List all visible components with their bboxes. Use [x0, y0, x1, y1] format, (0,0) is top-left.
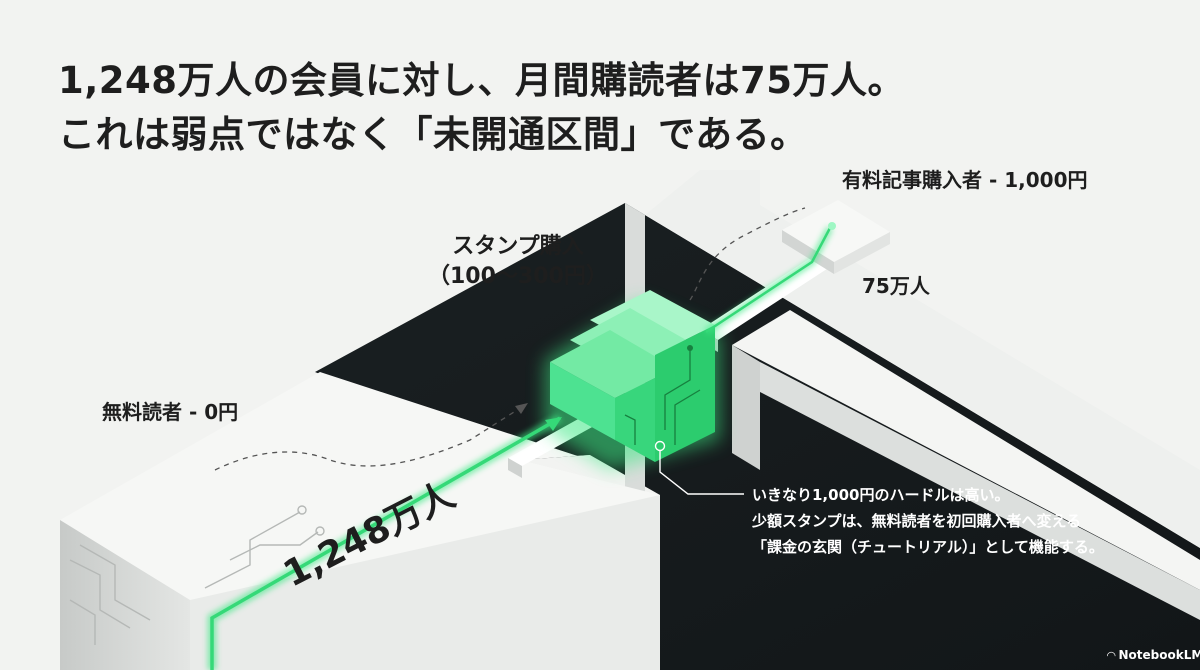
callout-line-2: 少額スタンプは、無料読者を初回購入者へ変える — [752, 512, 1082, 530]
notebooklm-logo-icon: ◠ — [1107, 649, 1116, 662]
free-reader-label: 無料読者 - 0円 — [102, 400, 239, 424]
callout-line-3: 「課金の玄関（チュートリアル）」として機能する。 — [752, 538, 1104, 556]
headline-line-2: これは弱点ではなく「未開通区間」である。 — [58, 113, 808, 156]
bridge-beam — [700, 240, 856, 340]
flow-path — [207, 222, 836, 670]
right-ledge-face — [732, 345, 760, 470]
stamp-stair — [545, 290, 720, 470]
free-block-face — [60, 520, 190, 670]
free-block-right-face — [190, 495, 660, 670]
circuit-traces — [69, 505, 325, 645]
stamp-purchase-title: スタンプ購入 — [452, 234, 584, 259]
callout-text: いきなり1,000円のハードルは高い。 少額スタンプは、無料読者を初回購入者へ変… — [752, 482, 1104, 560]
dashed-arrowhead — [515, 403, 528, 414]
callout-line-1: いきなり1,000円のハードルは高い。 — [752, 486, 1010, 504]
paid-reader-label: 有料記事購入者 - 1,000円 — [842, 168, 1088, 192]
stamp-purchase-price: （100〜300円） — [428, 264, 608, 289]
paid-box — [782, 200, 890, 274]
paid-reader-count: 75万人 — [862, 274, 930, 298]
headline-line-1: 1,248万人の会員に対し、月間購読者は75万人。 — [58, 59, 906, 102]
brand-watermark: ◠NotebookLM — [1107, 648, 1200, 662]
brand-name: NotebookLM — [1118, 648, 1200, 662]
right-ledge-side — [760, 362, 1200, 620]
headline: 1,248万人の会員に対し、月間購読者は75万人。 これは弱点ではなく「未開通区… — [58, 54, 905, 162]
stamp-purchase-label: スタンプ購入 （100〜300円） — [428, 232, 608, 292]
upper-level-top — [645, 170, 1200, 548]
walkway-beam-side — [508, 458, 522, 478]
callout-leader — [654, 440, 744, 495]
right-ledge-top — [732, 310, 1200, 590]
